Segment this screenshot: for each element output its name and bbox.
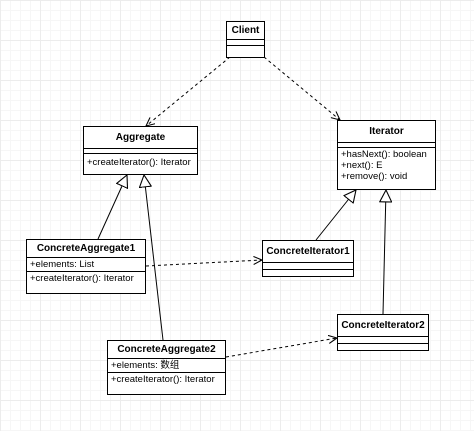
class-iterator-attributes (338, 143, 435, 148)
dependency-concreteaggregate2-concreteiterator2 (225, 338, 337, 358)
class-concreteaggregate2[interactable]: ConcreteAggregate2 +elements: 数组 +create… (107, 340, 226, 395)
class-concreteaggregate1-name: ConcreteAggregate1 (27, 240, 145, 258)
class-iterator-name: Iterator (338, 121, 435, 143)
class-aggregate[interactable]: Aggregate +createIterator(): Iterator (83, 126, 198, 175)
class-concreteiterator1-methods (263, 270, 353, 276)
class-concreteaggregate2-method: +createIterator(): Iterator (111, 374, 215, 385)
generalization-concreteaggregate1-aggregate (97, 175, 127, 240)
realization-concreteiterator1-iterator (315, 190, 356, 241)
class-aggregate-attributes (84, 149, 197, 154)
class-concreteiterator2-attributes (338, 337, 428, 344)
class-concreteiterator2[interactable]: ConcreteIterator2 (337, 314, 429, 351)
class-client[interactable]: Client (226, 21, 265, 58)
class-concreteaggregate2-methods: +createIterator(): Iterator (108, 373, 225, 386)
class-concreteaggregate1-method: +createIterator(): Iterator (30, 273, 134, 284)
class-concreteiterator2-methods (338, 344, 428, 350)
class-concreteaggregate2-attribute: +elements: 数组 (111, 360, 180, 371)
class-concreteaggregate1-attribute: +elements: List (30, 259, 95, 270)
dependency-concreteaggregate1-concreteiterator1 (145, 260, 262, 267)
class-iterator-method: +remove(): void (341, 171, 408, 182)
generalization-concreteaggregate2-aggregate (144, 175, 164, 341)
class-aggregate-method: +createIterator(): Iterator (87, 157, 191, 168)
class-concreteiterator1-attributes (263, 263, 353, 270)
dependency-client-aggregate (146, 56, 231, 126)
dependency-client-iterator (263, 56, 340, 120)
class-concreteaggregate2-name: ConcreteAggregate2 (108, 341, 225, 359)
class-concreteaggregate1-attributes: +elements: List (27, 258, 145, 272)
class-concreteiterator2-name: ConcreteIterator2 (338, 315, 428, 337)
class-concreteaggregate1[interactable]: ConcreteAggregate1 +elements: List +crea… (26, 239, 146, 294)
class-client-name: Client (227, 22, 264, 40)
class-aggregate-methods: +createIterator(): Iterator (84, 154, 197, 169)
class-concreteaggregate1-methods: +createIterator(): Iterator (27, 272, 145, 285)
class-iterator-method: +next(): E (341, 160, 383, 171)
class-concreteiterator1[interactable]: ConcreteIterator1 (262, 240, 354, 277)
class-iterator-method: +hasNext(): boolean (341, 149, 427, 160)
realization-concreteiterator2-iterator (383, 190, 386, 315)
class-concreteaggregate2-attributes: +elements: 数组 (108, 359, 225, 373)
class-aggregate-name: Aggregate (84, 127, 197, 149)
class-iterator-methods: +hasNext(): boolean +next(): E +remove()… (338, 148, 435, 183)
class-iterator[interactable]: Iterator +hasNext(): boolean +next(): E … (337, 120, 436, 190)
class-client-attributes (227, 40, 264, 46)
class-concreteiterator1-name: ConcreteIterator1 (263, 241, 353, 263)
class-client-methods (227, 46, 264, 51)
